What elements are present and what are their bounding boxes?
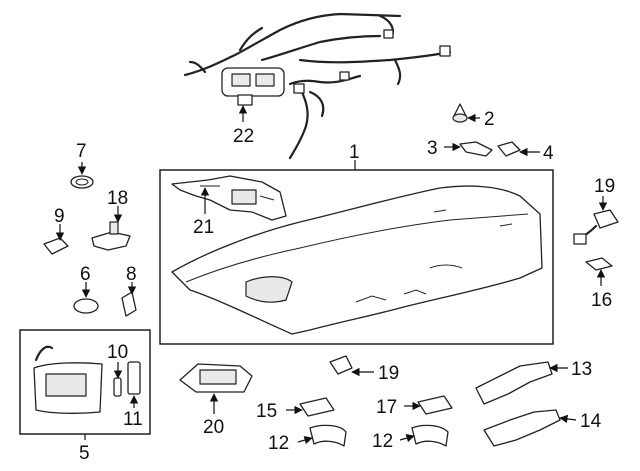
callout-15: 15 [256,401,277,422]
callout-17: 17 [376,397,397,418]
bezel-part-17 [417,395,453,415]
callout-13: 13 [571,359,592,380]
bracket-part-18 [91,221,131,251]
overhead-console-part-20 [179,363,253,393]
callout-7: 7 [76,141,87,162]
bracket-part-21 [171,175,287,221]
callout-12-left: 12 [268,433,289,454]
wiring-harness-part-22 [183,12,452,160]
callout-12-right: 12 [372,431,393,452]
sun-visor-part-5 [33,345,103,414]
callout-2: 2 [484,109,495,130]
grommet-part-7 [70,175,94,189]
bracket-part-14 [483,409,561,447]
grab-handle-part-12-left [309,424,347,447]
callout-18: 18 [107,188,128,209]
leader-lines [55,105,608,445]
callout-10: 10 [107,342,128,363]
visor-cover-part-11 [127,361,141,395]
callout-20: 20 [203,417,224,438]
callout-19-lower: 19 [378,363,399,384]
clip-part-8 [121,291,137,317]
headliner-part-1 [171,185,543,335]
bracket-part-13 [475,361,553,405]
callout-11: 11 [123,409,143,430]
bracket-part-19-right [573,209,619,245]
callout-5: 5 [79,443,90,464]
callout-19-right: 19 [594,176,615,197]
callout-21: 21 [193,217,214,238]
clip-part-2 [452,103,468,123]
clip-part-16 [585,257,613,271]
callout-9: 9 [54,206,65,227]
callout-16: 16 [591,290,612,311]
visor-clip-part-10 [113,377,122,397]
callout-8: 8 [126,264,137,285]
callout-6: 6 [80,264,91,285]
clip-part-9 [43,237,69,255]
bracket-part-4 [497,141,521,157]
bezel-part-15 [299,397,335,417]
callout-4: 4 [543,143,554,164]
headliner-group-box [159,169,554,345]
callout-22: 22 [233,126,254,147]
clip-part-19-lower [329,355,353,375]
bracket-part-3 [459,141,493,157]
callout-labels: 1 2 3 4 5 6 7 8 9 10 11 12 12 13 14 15 1… [54,109,615,464]
callout-3: 3 [427,138,438,159]
callout-1: 1 [349,142,360,163]
callout-14: 14 [580,411,602,432]
grab-handle-part-12-right [411,424,449,447]
cap-part-6 [73,298,99,314]
